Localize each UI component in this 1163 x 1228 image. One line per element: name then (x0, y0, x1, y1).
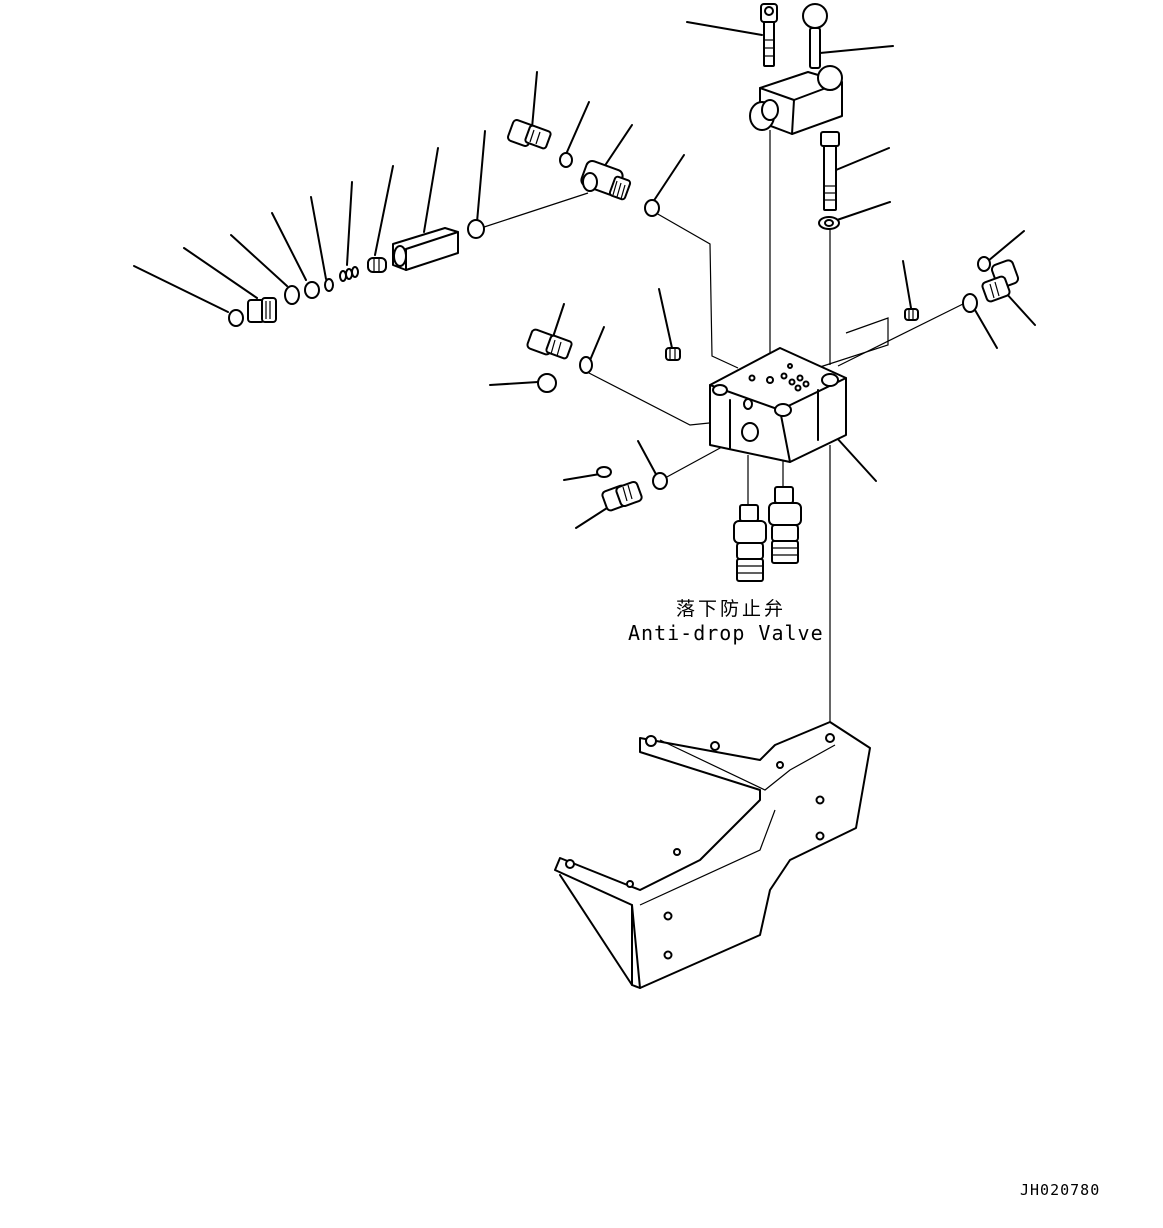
drawing-id: JH020780 (1020, 1181, 1101, 1199)
valve-label-english: Anti-drop Valve (628, 621, 824, 645)
right-elbow-fitting (904, 256, 1020, 321)
mounting-bolt (818, 131, 840, 230)
valve-label-japanese: 落下防止弁 (676, 598, 787, 620)
upper-fittings (507, 119, 660, 217)
lever (802, 3, 828, 69)
connector-fitting (247, 297, 277, 323)
cap-screw (760, 3, 778, 67)
cartridge-valve-right (768, 486, 802, 564)
hex-body (392, 227, 459, 271)
straight-fitting-top (507, 119, 552, 150)
left-middle-fittings (526, 328, 681, 512)
left-fitting-chain (228, 219, 485, 327)
mounting-bracket (554, 721, 871, 989)
spring (339, 266, 359, 282)
tee-fitting (580, 159, 632, 201)
poppet (367, 257, 387, 273)
straight-fitting-mid (526, 328, 573, 360)
leader-lines (133, 21, 1036, 529)
plug-small (904, 308, 919, 321)
anti-drop-valve-block (709, 347, 847, 463)
elbow-fitting-lower (601, 480, 643, 512)
plug-left (665, 347, 681, 361)
cartridge-valve-left (733, 504, 767, 582)
top-selector-valve (749, 3, 843, 135)
